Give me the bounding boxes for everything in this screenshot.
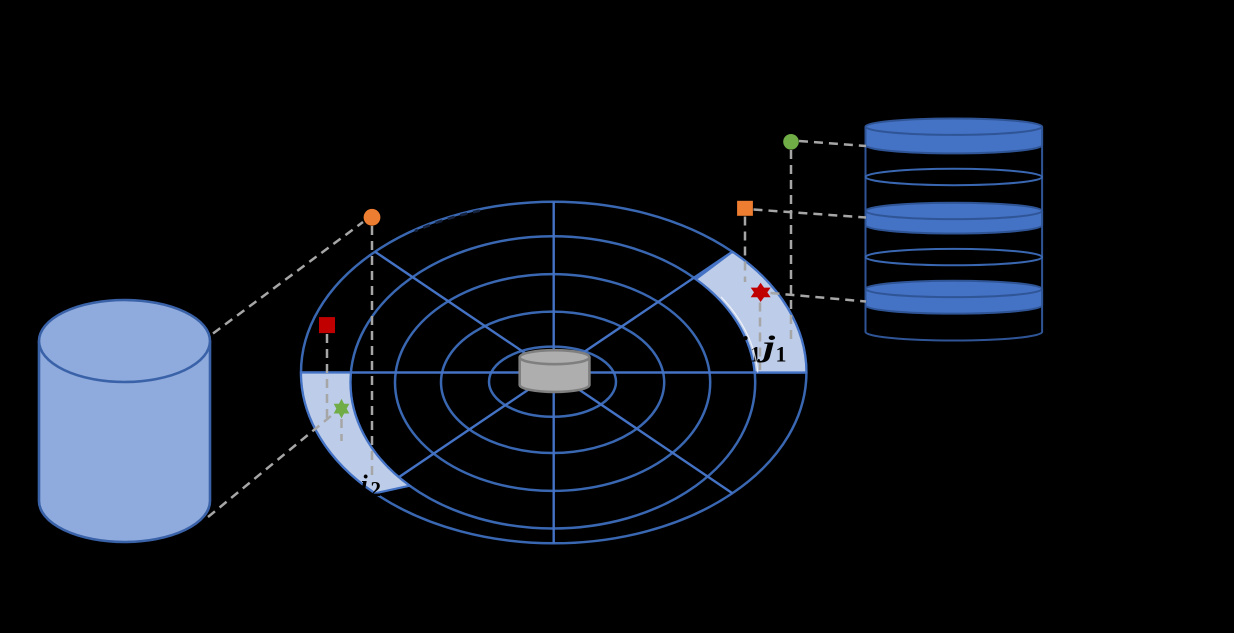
svg-text:i: i — [740, 332, 748, 363]
svg-text:i: i — [361, 470, 369, 499]
svg-text:1: 1 — [750, 342, 761, 367]
svg-text:1: 1 — [776, 342, 787, 367]
svg-text:2: 2 — [371, 477, 382, 501]
